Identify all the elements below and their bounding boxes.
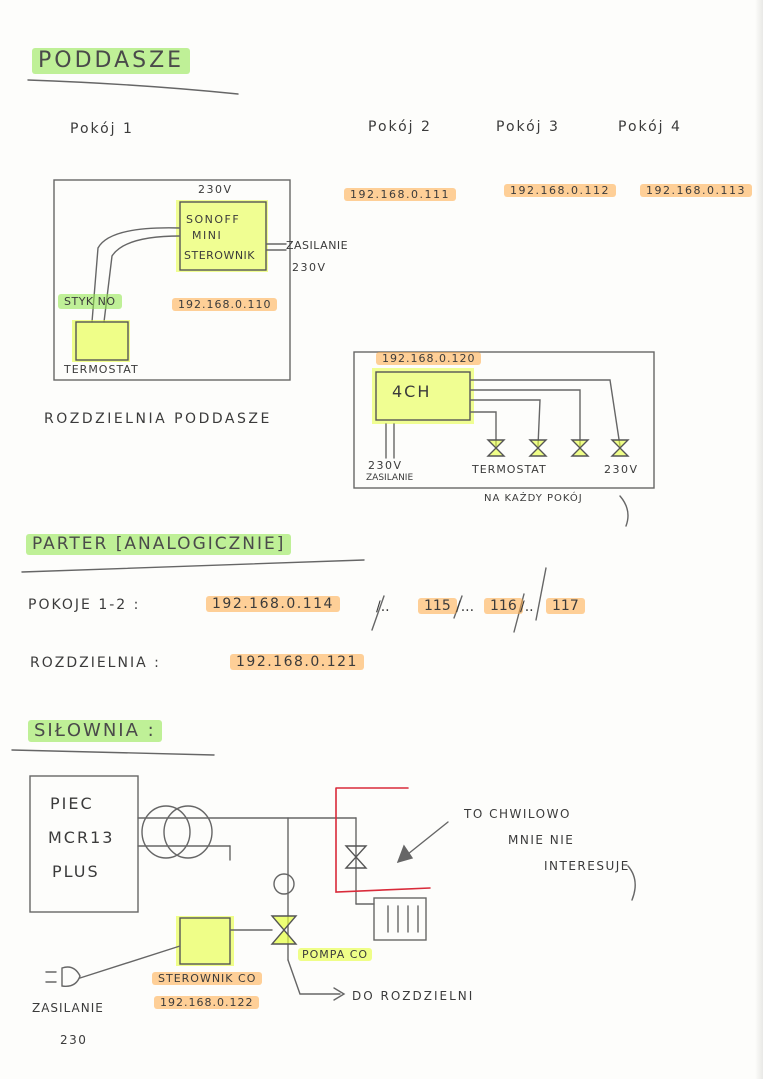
pump-circle <box>273 873 295 895</box>
sonoff-line2: MINI <box>192 229 223 242</box>
controller-label: STEROWNIK CO <box>152 972 263 985</box>
sonoff-line3: STEROWNIK <box>184 249 256 262</box>
valve-symbols <box>486 439 630 457</box>
ground-panel-prefix: ROZDZIELNIA : <box>30 655 161 671</box>
room4-label: Pokój 4 <box>618 119 682 135</box>
to-panel-label: DO ROZDZIELNI <box>352 989 475 1003</box>
contact-label: STYK NO <box>58 294 122 309</box>
ch4-thermostat: TERMOSTAT <box>472 463 547 476</box>
boiler-title: SIŁOWNIA : <box>28 720 162 742</box>
controller-ip: 192.168.0.122 <box>154 996 260 1009</box>
ground-rooms-prefix: POKOJE 1-2 : <box>28 597 141 613</box>
ground-title: PARTER [ANALOGICZNIE] <box>26 534 292 555</box>
page-edge <box>755 0 763 1079</box>
furnace-box <box>29 775 139 913</box>
boiler-supply-label: ZASILANIE <box>32 1001 104 1015</box>
ground-ip-d: 117 <box>546 598 585 614</box>
boiler-supply-voltage: 230 <box>60 1033 88 1047</box>
attic-panel-box <box>53 179 291 381</box>
note-line2: MNIE NIE <box>508 833 575 847</box>
plug-icon <box>45 966 81 987</box>
attic-panel-label: ROZDZIELNIA PODDASZE <box>44 411 272 427</box>
pump-label: POMPA CO <box>298 948 373 961</box>
ip-room3: 192.168.0.112 <box>504 184 616 197</box>
controller-box <box>179 917 231 965</box>
ground-sep2: /... <box>456 599 475 615</box>
ch4-ip: 192.168.0.120 <box>376 352 482 365</box>
note-line1: TO CHWILOWO <box>464 807 571 821</box>
ch4-module-box <box>375 371 471 421</box>
ch4-voltage: 230V <box>368 459 403 472</box>
ground-panel-ip: 192.168.0.121 <box>230 654 364 670</box>
ground-ip-b: 115 <box>418 598 457 614</box>
ground-sep3: /.. <box>520 599 534 615</box>
box-voltage: 230V <box>198 183 233 196</box>
room1-label: Pokój 1 <box>70 121 134 137</box>
attic-title: PODDASZE <box>32 48 191 74</box>
ground-underline <box>21 559 365 573</box>
attic-supply-voltage: 230V <box>292 261 327 274</box>
ip-room4: 192.168.0.113 <box>640 184 752 197</box>
ip-room2: 192.168.0.111 <box>344 188 456 201</box>
furnace-line2: MCR13 <box>48 828 115 847</box>
ch4-label: 4CH <box>392 382 432 401</box>
ch4-panel-box <box>353 351 655 489</box>
sonoff-ip: 192.168.0.110 <box>172 298 278 311</box>
ch4-note: NA KAŻDY POKÓJ <box>484 493 583 504</box>
room2-label: Pokój 2 <box>368 119 432 135</box>
ground-ip-a: 192.168.0.114 <box>206 596 340 612</box>
red-pipe <box>335 787 431 893</box>
thermostat-label: TERMOSTAT <box>64 363 139 376</box>
room3-label: Pokój 3 <box>496 119 560 135</box>
note-line3: INTERESUJE <box>544 859 630 873</box>
attic-underline <box>27 79 239 95</box>
boiler-underline <box>11 749 215 756</box>
sonoff-line1: SONOFF <box>186 213 241 226</box>
thermostat-box <box>75 321 129 361</box>
ground-sep1: /.. <box>376 599 390 615</box>
furnace-line1: PIEC <box>50 794 94 813</box>
furnace-line3: PLUS <box>52 862 100 881</box>
radiator-box <box>373 897 427 941</box>
ground-ip-c: 116 <box>484 598 523 614</box>
ch4-out-voltage: 230V <box>604 463 639 476</box>
ch4-supply: ZASILANIE <box>366 473 414 483</box>
attic-supply-label: ZASILANIE <box>286 239 349 252</box>
